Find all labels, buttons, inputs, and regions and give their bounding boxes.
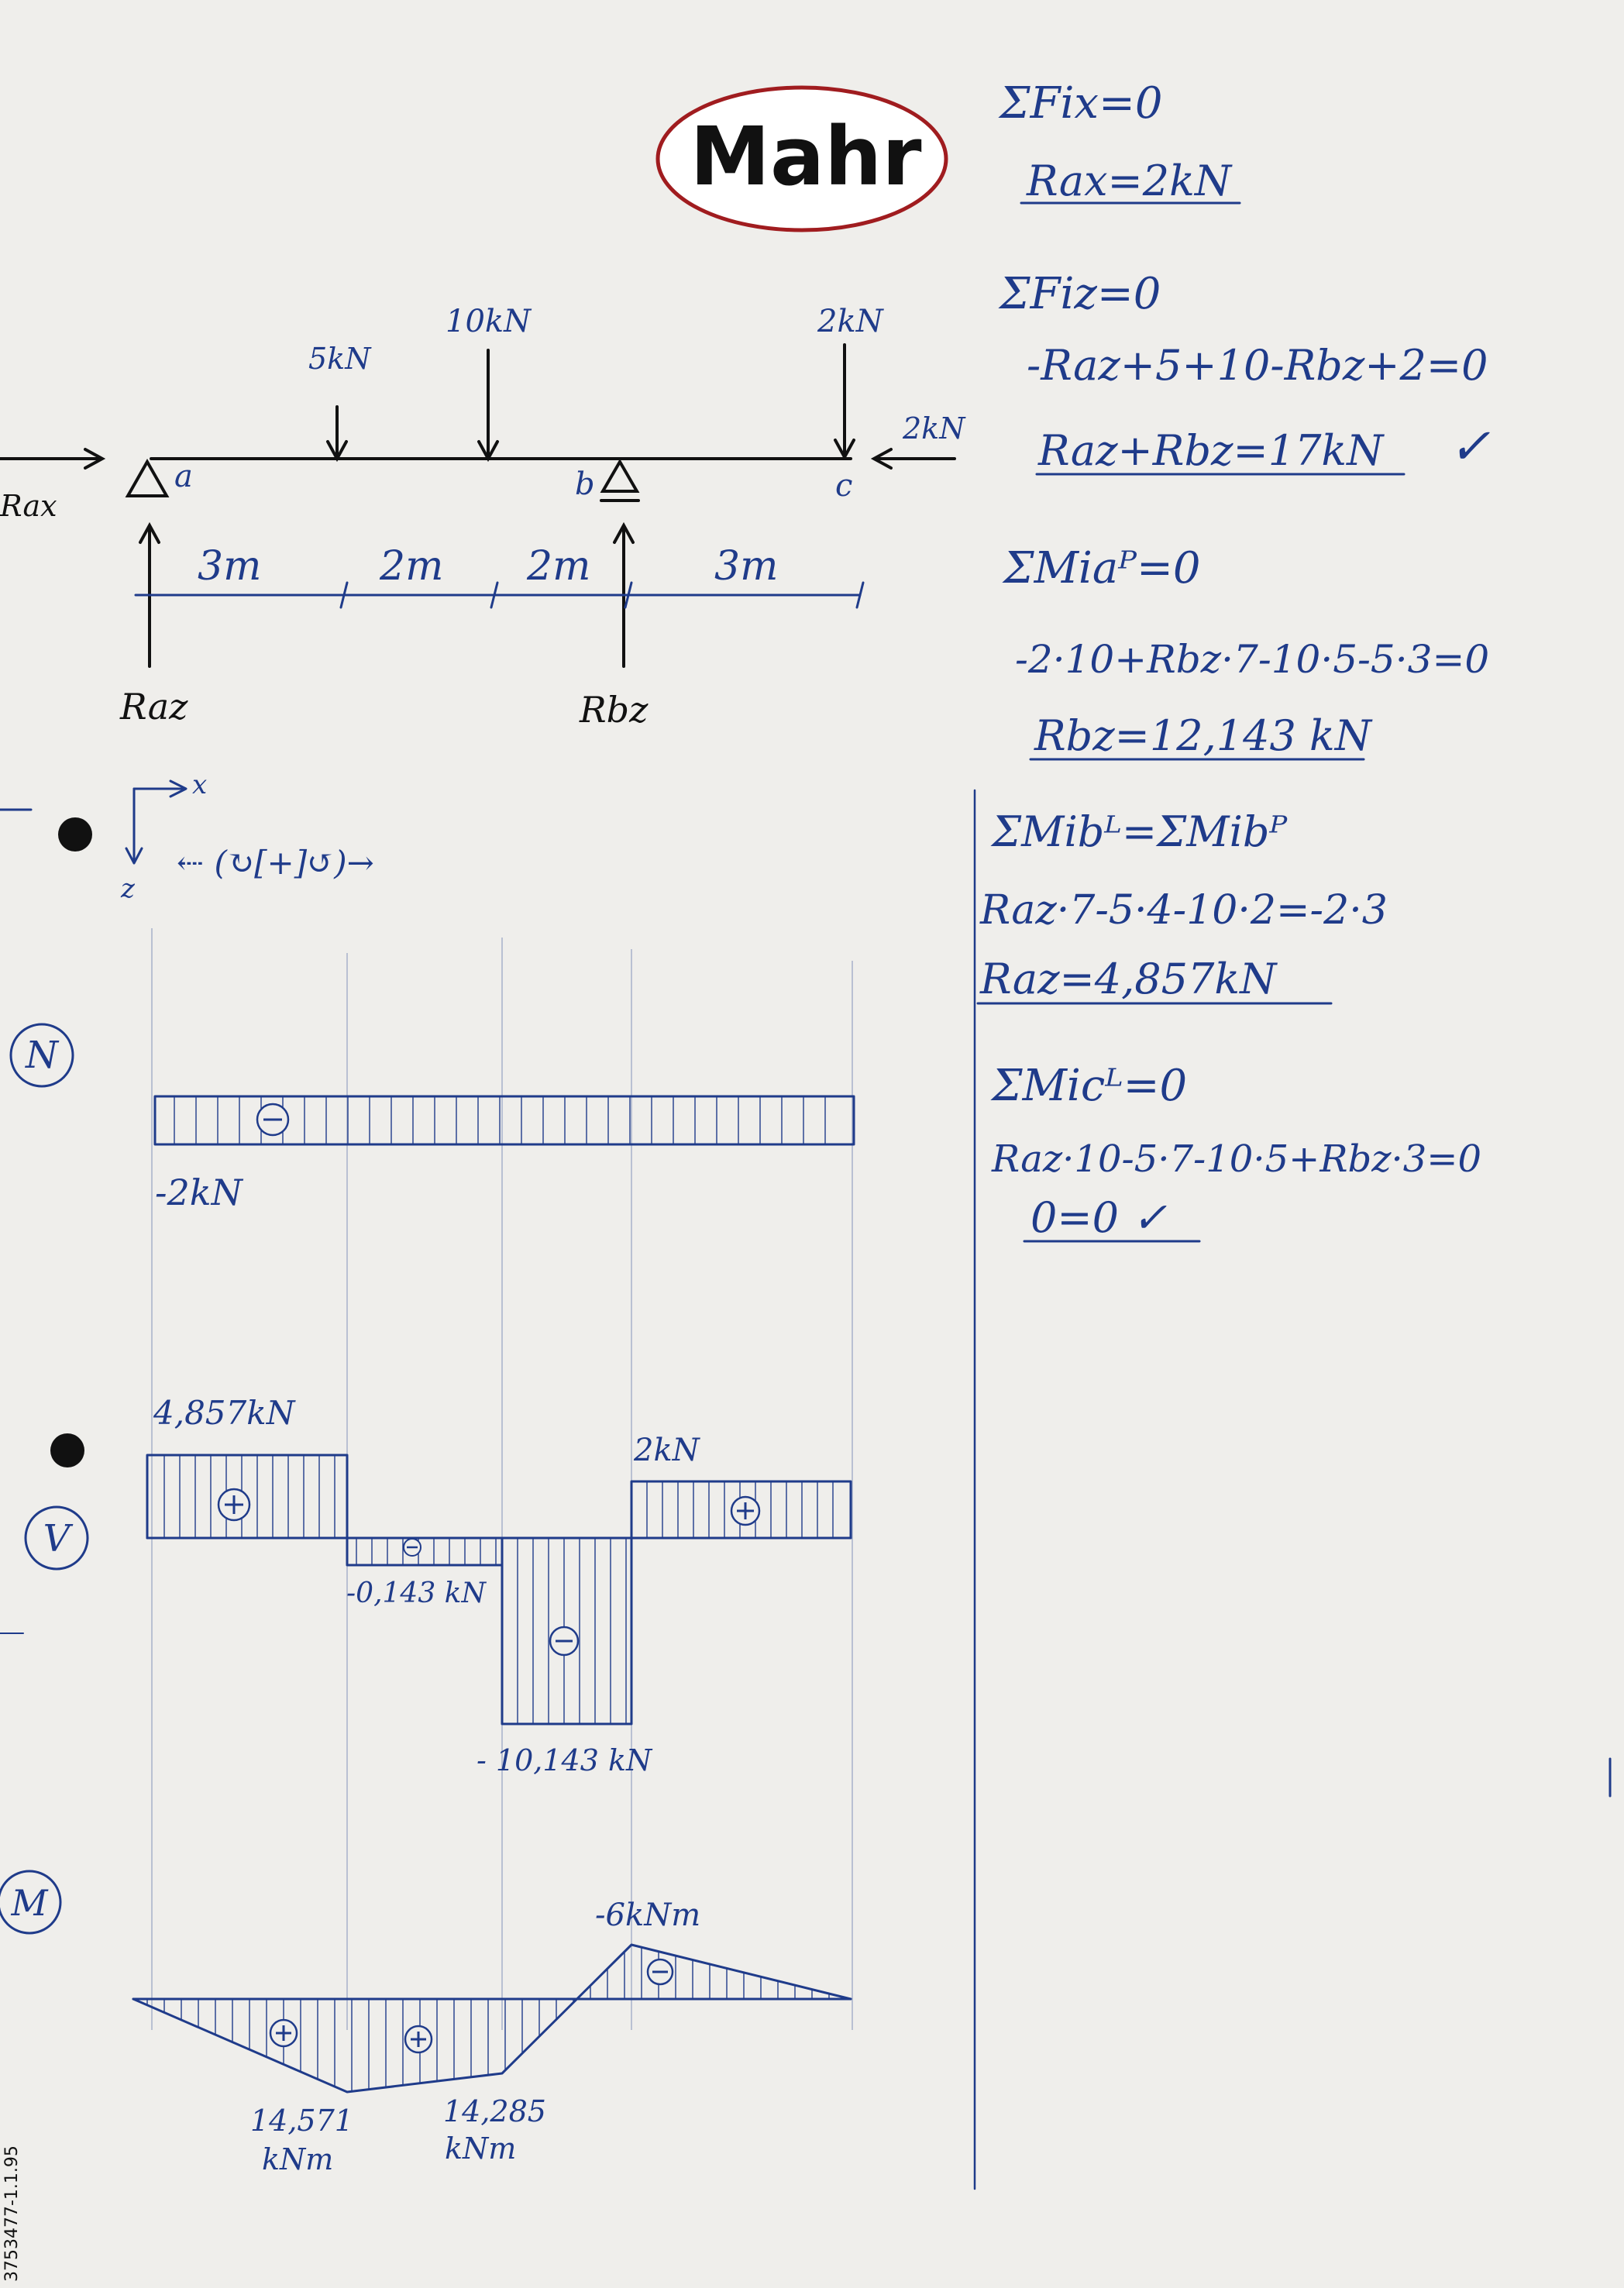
shear-force-diagram: V 4,857kN -0,143 kN - 10,143 kN 2kN (24, 1394, 852, 1777)
axis-z-label: z (120, 873, 136, 904)
dim-2m-first: 2m (379, 543, 443, 590)
v-block-4 (630, 1480, 852, 1540)
bending-moment-diagram: M 14,571 kNm 14,285 kNm -6kNm (0, 1870, 852, 2176)
v-value-4: 2kN (633, 1433, 701, 1468)
eq-ma-expanded: -2·10+Rbz·7-10·5-5·3=0 (1015, 637, 1489, 682)
node-c: c (835, 468, 852, 504)
label-10kn: 10kN (446, 304, 532, 339)
m-label-circle (0, 1870, 62, 1935)
label-raz: Raz (119, 686, 188, 728)
node-b: b (575, 466, 595, 502)
m-label: M (10, 1882, 49, 1924)
v-label-circle (24, 1505, 89, 1571)
n-force-block (153, 1095, 855, 1146)
eq-rbz: Rbz=12,143 kN (1034, 711, 1373, 760)
eq-fz-expanded: -Raz+5+10-Rbz+2=0 (1027, 341, 1488, 390)
label-2kn-vertical: 2kN (817, 304, 885, 339)
label-rbz: Rbz (579, 689, 649, 731)
label-rax: Rax (0, 489, 57, 523)
normal-force-diagram: N -2kN (9, 1023, 855, 1213)
v-block-3 (501, 1536, 633, 1725)
eq-mc-expanded: Raz·10-5·7-10·5+Rbz·3=0 (991, 1137, 1481, 1181)
margin-code: 3753477-1.1.95 (2, 2145, 22, 2282)
dim-3m-right: 3m (714, 543, 778, 590)
v-block-1 (146, 1454, 349, 1540)
n-hatching (174, 1096, 826, 1144)
eq-raz: Raz=4,857kN (979, 955, 1278, 1003)
eq-check-result: 0=0 ✓ (1030, 1193, 1167, 1242)
label-5kn: 5kN (308, 342, 372, 376)
m-curve (132, 1943, 852, 2094)
dimension-line (134, 581, 865, 609)
eq-sum-ma: ΣMiaᴾ=0 (1002, 543, 1201, 594)
eq-raz-rbz-sum: Raz+Rbz=17kN (1037, 426, 1385, 475)
support-a (125, 458, 170, 497)
eq-sum-fx: ΣFix=0 (998, 78, 1163, 129)
eq-sum-mb: ΣMibᴸ=ΣMibᴾ (990, 807, 1288, 856)
m-value-1-unit: kNm (262, 2142, 333, 2176)
binder-hole-bottom (50, 1433, 84, 1467)
axis-x-label: x (192, 769, 207, 800)
m-value-2: 14,285 (443, 2094, 546, 2128)
node-a: a (174, 459, 193, 494)
n-label-circle (9, 1023, 74, 1088)
eq-sum-mc: ΣMicᴸ=0 (990, 1061, 1187, 1111)
n-label: N (25, 1034, 60, 1077)
label-2kn-horizontal: 2kN (902, 411, 966, 446)
dim-3m-left: 3m (198, 543, 261, 590)
mahr-logo: Mahr (655, 85, 948, 232)
n-value: -2kN (155, 1172, 244, 1213)
v-label: V (43, 1517, 74, 1560)
coordinate-system: x z ⇠ (↻[+]↺)→ (0, 769, 374, 904)
eq-mb-expanded: Raz·7-5·4-10·2=-2·3 (979, 887, 1388, 934)
calculations: ΣFix=0 Rax=2kN ΣFiz=0 -Raz+5+10-Rbz+2=0 … (976, 78, 1491, 1243)
beam-diagram: Rax 5kN 10kN 2kN 2kN a b c Raz Rbz 3m 2m (0, 304, 966, 731)
m-value-3: -6kNm (595, 1897, 700, 1933)
support-b (600, 459, 640, 493)
dim-2m-second: 2m (526, 543, 590, 590)
m-value-1: 14,571 (250, 2104, 353, 2138)
logo-text: Mahr (690, 109, 922, 204)
v-value-1: 4,857kN (153, 1394, 296, 1432)
binder-hole-top (58, 817, 92, 852)
check-mark-1: ✓ (1449, 418, 1491, 476)
v-value-2: -0,143 kN (346, 1578, 487, 1609)
v-value-3: - 10,143 kN (477, 1743, 653, 1777)
sign-convention: ⇠ (↻[+]↺)→ (177, 844, 374, 882)
eq-rax: Rax=2kN (1026, 157, 1233, 205)
m-hatching (146, 1947, 830, 2092)
m-value-2-unit: kNm (445, 2131, 516, 2166)
eq-sum-fz: ΣFiz=0 (998, 269, 1161, 319)
